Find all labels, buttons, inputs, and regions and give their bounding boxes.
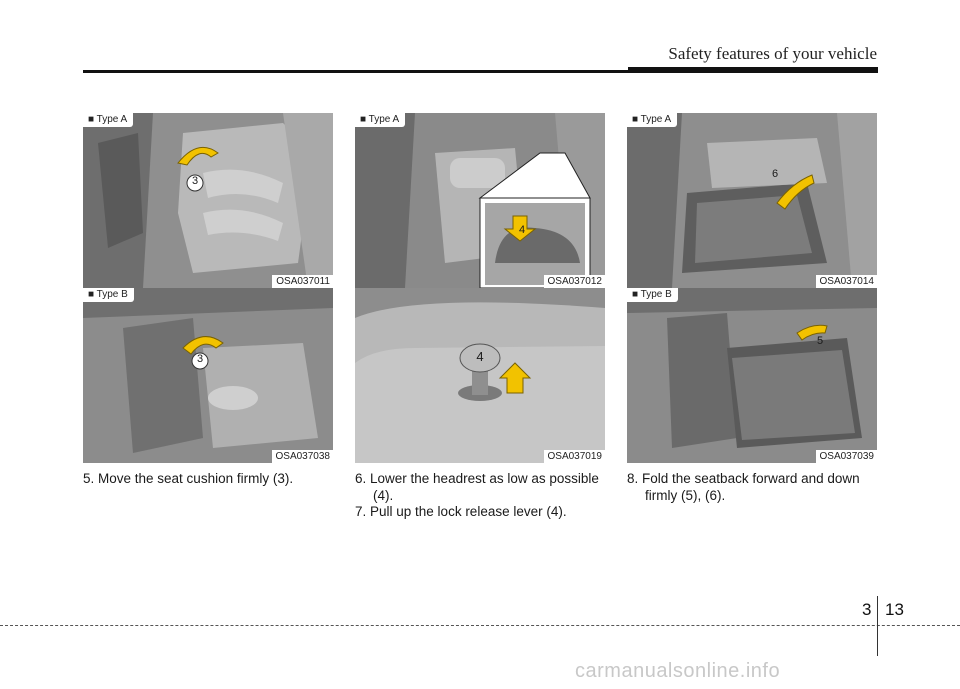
step-8-caption: 8. Fold the seatback forward and down fi… bbox=[627, 470, 879, 504]
chapter-number: 3 bbox=[862, 600, 872, 619]
step-8-text-cont: firmly (5), (6). bbox=[645, 488, 726, 503]
image-code: OSA037011 bbox=[272, 275, 333, 288]
type-label: ■ Type A bbox=[627, 113, 678, 127]
illustration-seatback-type-a: ■ Type A 6 OSA037014 bbox=[627, 113, 877, 288]
step-number-5: 5 bbox=[816, 335, 824, 347]
illustration-seat-cushion-type-b: ■ Type B 3 OSA037038 bbox=[83, 288, 333, 463]
header-rule-accent bbox=[628, 67, 878, 73]
lever-drawing bbox=[355, 288, 605, 463]
type-label: ■ Type A bbox=[355, 113, 406, 127]
illustration-headrest-type-a: ■ Type A 4 OSA037012 bbox=[355, 113, 605, 288]
step-number-4: 4 bbox=[476, 349, 484, 364]
seat-cushion-drawing bbox=[83, 113, 333, 288]
step-number-3: 3 bbox=[196, 353, 204, 365]
illustration-seat-cushion-type-a: ■ Type A 3 OSA037011 bbox=[83, 113, 333, 288]
illustration-seatback-type-b: ■ Type B 5 OSA037039 bbox=[627, 288, 877, 463]
seat-cushion-drawing bbox=[83, 288, 333, 463]
image-code: OSA037038 bbox=[271, 450, 333, 463]
type-label: ■ Type A bbox=[83, 113, 134, 127]
page-number: 13 bbox=[885, 600, 904, 619]
watermark: carmanualsonline.info bbox=[575, 660, 781, 682]
seatback-drawing bbox=[627, 288, 877, 463]
image-code: OSA037019 bbox=[543, 450, 605, 463]
step-7-text: 7. Pull up the lock release lever (4). bbox=[355, 504, 567, 519]
type-label: ■ Type B bbox=[83, 288, 134, 302]
footer-rule bbox=[0, 625, 960, 626]
headrest-drawing bbox=[355, 113, 605, 288]
step-8-text: 8. Fold the seatback forward and down bbox=[627, 471, 860, 486]
illustration-lock-release-lever: 4 OSA037019 bbox=[355, 288, 605, 463]
page-header-title: Safety features of your vehicle bbox=[668, 44, 877, 63]
image-code: OSA037012 bbox=[543, 275, 605, 288]
step-6-caption: 6. Lower the headrest as low as possible… bbox=[355, 470, 605, 504]
image-code: OSA037014 bbox=[815, 275, 877, 288]
page-number-divider bbox=[877, 596, 878, 656]
step-6-text: 6. Lower the headrest as low as possible bbox=[355, 471, 599, 486]
step-7-caption: 7. Pull up the lock release lever (4). bbox=[355, 503, 605, 520]
step-number-4: 4 bbox=[518, 224, 526, 236]
step-5-text: 5. Move the seat cushion firmly (3). bbox=[83, 471, 294, 486]
seatback-drawing bbox=[627, 113, 877, 288]
type-label: ■ Type B bbox=[627, 288, 678, 302]
step-number-6: 6 bbox=[771, 168, 779, 180]
header-rule bbox=[83, 70, 878, 73]
image-code: OSA037039 bbox=[815, 450, 877, 463]
step-5-caption: 5. Move the seat cushion firmly (3). bbox=[83, 470, 333, 487]
step-number-3: 3 bbox=[191, 175, 199, 187]
step-6-text-cont: (4). bbox=[373, 488, 394, 503]
